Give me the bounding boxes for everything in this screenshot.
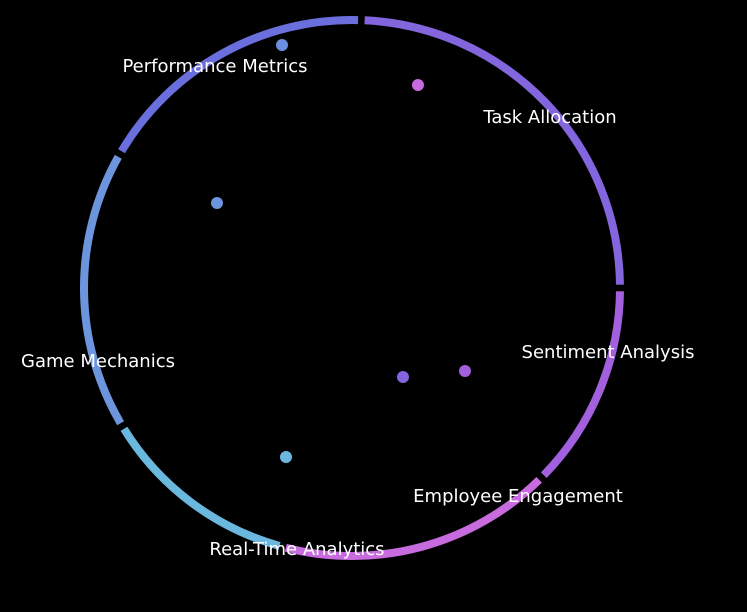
label-performance-metrics: Performance Metrics [122,56,307,77]
node-dot [276,39,288,51]
ring-segments [80,16,624,560]
node-dot [280,451,292,463]
ring-segment-real-time-analytics [120,426,281,550]
node-dot [459,365,471,377]
label-task-allocation: Task Allocation [482,107,616,128]
node-dots [211,39,471,463]
node-dot [211,197,223,209]
node-dot [412,79,424,91]
label-sentiment-analysis: Sentiment Analysis [522,342,695,363]
node-dot [397,371,409,383]
ring-segment-task-allocation [364,16,624,285]
label-employee-engagement: Employee Engagement [413,486,623,507]
node-labels: Task Allocation Sentiment Analysis Emplo… [21,56,694,560]
label-game-mechanics: Game Mechanics [21,351,175,372]
ring-segment-sentiment-analysis [540,291,624,478]
ring-segment-employee-engagement [284,476,542,560]
ring-segment-performance-metrics [118,16,359,154]
ring-segment-game-mechanics [80,154,125,426]
label-real-time-analytics: Real-Time Analytics [209,539,384,560]
